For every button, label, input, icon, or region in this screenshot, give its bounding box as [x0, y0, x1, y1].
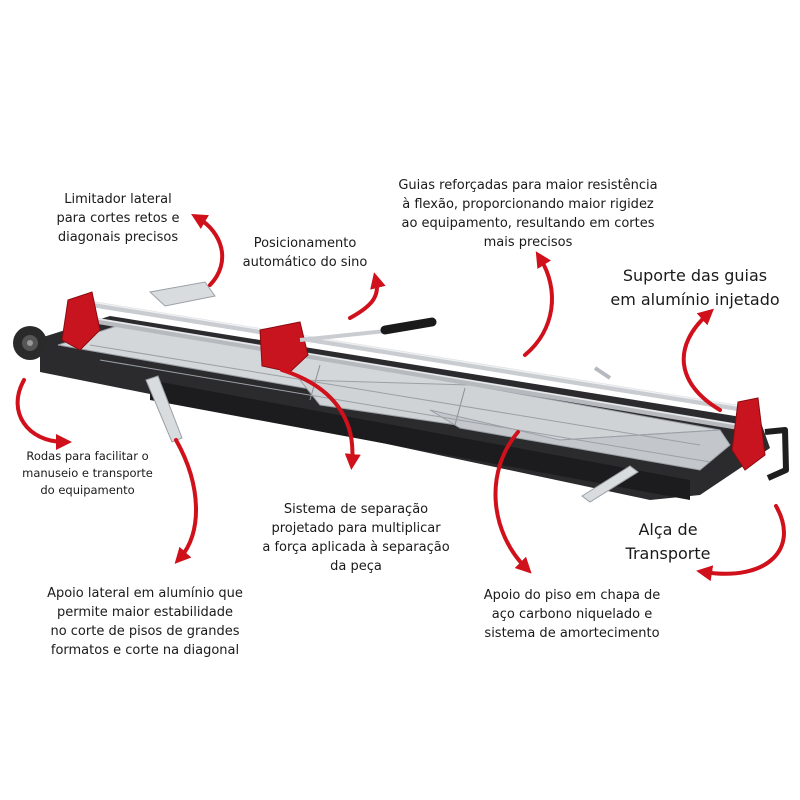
arrow-apoio-lateral	[174, 438, 198, 564]
callout-suporte: Suporte das guias em alumínio injetado	[610, 266, 780, 309]
arrow-apoio-piso	[493, 430, 532, 574]
plate-seam	[99, 359, 711, 463]
arrow-limitador	[191, 213, 225, 287]
callout-guias: Guias reforçadas para maior resistência …	[398, 178, 658, 250]
arrow-rodas	[15, 378, 72, 450]
plate-seam	[454, 387, 466, 426]
callout-limitador: Limitador lateral para cortes retos e di…	[56, 192, 180, 245]
transport-handle	[764, 427, 789, 481]
arrow-alca	[696, 504, 786, 582]
callout-rodas: Rodas para facilitar o manuseio e transp…	[22, 449, 153, 497]
plate-seam	[89, 344, 701, 446]
arrow-guias	[523, 251, 554, 357]
lateral-support-top-right	[593, 366, 612, 380]
lateral-support-left	[145, 375, 183, 443]
callout-sistema: Sistema de separação projetado para mult…	[262, 502, 450, 574]
callout-apoio-lateral: Apoio lateral em alumínio que permite ma…	[47, 586, 243, 658]
rail-support-left	[61, 291, 101, 351]
plate-seam	[309, 364, 321, 401]
callout-apoio-piso: Apoio do piso em chapa de aço carbono ni…	[483, 588, 661, 641]
rail-support-right	[731, 397, 766, 471]
lateral-support-right	[581, 465, 639, 503]
callout-alca: Alça de Transporte	[625, 520, 711, 563]
handle-bar	[299, 328, 396, 342]
guide-rail-bottom	[77, 315, 748, 431]
lateral-limiter	[148, 281, 216, 307]
cutting-head	[259, 321, 309, 373]
base-frame-lower	[150, 380, 690, 500]
guide-rail-top-highlight	[84, 300, 751, 409]
guide-rail-top	[82, 300, 753, 413]
wheel-axle	[27, 340, 33, 346]
handle-grip	[380, 317, 437, 335]
arrow-posicionamento	[348, 272, 386, 320]
arrow-suporte	[681, 308, 722, 412]
guide-rail-bottom-highlight	[79, 315, 746, 427]
callout-posicionamento: Posicionamento automático do sino	[242, 236, 368, 270]
arrow-sistema	[280, 368, 361, 470]
